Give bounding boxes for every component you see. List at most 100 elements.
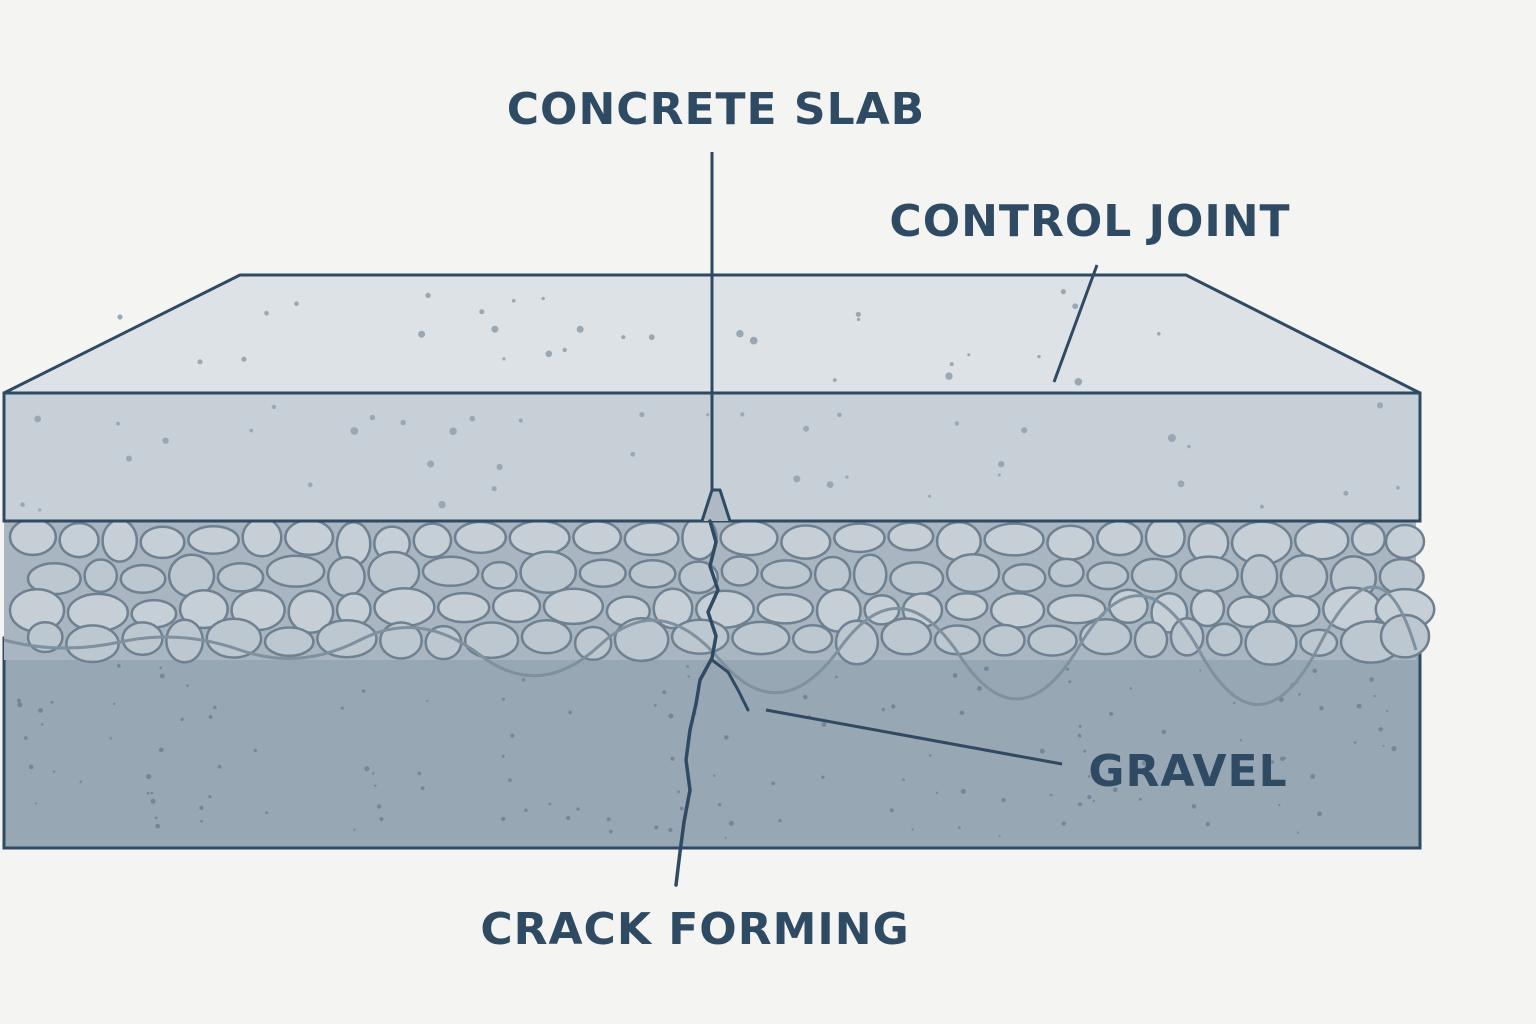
- gravel-stone: [880, 617, 933, 656]
- gravel-stone: [187, 525, 240, 555]
- gravel-stone: [1240, 553, 1279, 599]
- gravel-stone: [1293, 520, 1350, 561]
- gravel-stone: [1189, 589, 1226, 628]
- soil-speck: [502, 697, 505, 701]
- control-joint-leader: [1052, 264, 1099, 383]
- soil-speck: [952, 673, 958, 678]
- soil-speck: [724, 836, 727, 839]
- gravel-stone: [101, 518, 139, 563]
- slab-speck: [34, 415, 42, 423]
- soil-speck: [208, 795, 212, 799]
- slab-speck: [576, 325, 584, 333]
- soil-speck: [960, 788, 966, 794]
- soil-speck: [984, 666, 989, 672]
- soil-speck: [998, 835, 1001, 838]
- gravel-stone: [241, 517, 283, 558]
- slab-speck: [491, 325, 499, 333]
- gravel-stone: [945, 553, 1001, 594]
- soil-speck: [670, 756, 675, 761]
- soil-speck: [668, 713, 674, 719]
- soil-speck: [1112, 787, 1118, 793]
- slab-speck: [38, 508, 42, 512]
- gravel-stone: [1046, 594, 1107, 625]
- soil-speck: [41, 723, 44, 726]
- gravel-stone: [1379, 613, 1431, 659]
- gravel-stone: [1179, 555, 1239, 594]
- slab-speck: [117, 314, 123, 320]
- gravel-stone: [1133, 621, 1169, 659]
- gravel-stone: [720, 555, 759, 587]
- slab-speck: [502, 357, 506, 361]
- soil-speck: [1083, 749, 1087, 753]
- slab-speck: [264, 311, 269, 316]
- soil-speck: [576, 807, 580, 811]
- soil-speck: [1049, 793, 1053, 797]
- gravel-stone: [982, 623, 1026, 657]
- soil-speck: [687, 675, 690, 678]
- soil-speck: [803, 694, 808, 700]
- soil-speck: [253, 748, 257, 753]
- slab-speck: [418, 330, 426, 338]
- soil-speck: [1087, 795, 1092, 800]
- soil-speck: [217, 764, 222, 769]
- soil-speck: [1270, 760, 1274, 764]
- gravel-label: GRAVEL: [1088, 746, 1287, 797]
- soil-speck: [508, 778, 512, 783]
- gravel-stone: [1130, 557, 1178, 593]
- soil-speck: [186, 684, 189, 687]
- soil-speck: [1141, 760, 1147, 766]
- gravel-stone: [58, 521, 100, 559]
- soil-speck: [150, 798, 156, 804]
- soil-speck: [113, 702, 116, 705]
- soil-speck: [1199, 669, 1202, 672]
- soil-speck: [1317, 811, 1322, 817]
- soil-speck: [1061, 821, 1067, 826]
- soil-speck: [668, 827, 673, 833]
- gravel-stone: [178, 588, 229, 630]
- gravel-stone: [519, 550, 578, 595]
- gravel-stone: [1079, 618, 1133, 656]
- soil-speck: [150, 791, 154, 795]
- soil-speck: [778, 819, 782, 823]
- gravel-stone: [508, 519, 571, 557]
- gravel-stone: [573, 625, 613, 662]
- soil-speck: [568, 710, 573, 715]
- gravel-stone: [1205, 622, 1243, 657]
- gravel-stone: [613, 617, 670, 663]
- soil-speck: [1068, 680, 1072, 684]
- soil-speck: [17, 702, 23, 708]
- soil-speck: [821, 722, 827, 727]
- soil-speck: [548, 802, 552, 806]
- soil-speck: [928, 754, 932, 757]
- soil-speck: [654, 825, 659, 830]
- soil-speck: [361, 689, 366, 693]
- slab-speck: [997, 473, 1001, 477]
- gravel-stone: [791, 624, 834, 654]
- slab-speck: [1167, 434, 1176, 442]
- soil-speck: [200, 819, 203, 823]
- slab-speck: [1072, 303, 1079, 310]
- soil-speck: [1312, 668, 1317, 674]
- gravel-stone: [670, 618, 730, 655]
- slab-speck: [998, 461, 1005, 468]
- gravel-soil-boundary: [3, 585, 1418, 707]
- gravel-stone: [205, 617, 263, 659]
- soil-speck: [1039, 748, 1045, 754]
- gravel-stone: [623, 521, 680, 557]
- slab-speck: [945, 372, 953, 380]
- slab-speck: [949, 362, 954, 367]
- gravel-stone: [852, 553, 888, 596]
- soil-speck: [50, 700, 54, 704]
- gravel-stone: [780, 524, 832, 560]
- soil-speck: [146, 773, 152, 780]
- soil-speck: [52, 770, 56, 773]
- slab-speck: [491, 486, 497, 492]
- slab-speck: [826, 481, 834, 488]
- gravel-stone: [1244, 620, 1298, 666]
- gravel-stone: [421, 555, 480, 588]
- soil-speck: [376, 804, 382, 809]
- slab-speck: [855, 311, 861, 317]
- gravel-stone: [572, 519, 623, 555]
- gravel-stone: [578, 558, 627, 588]
- soil-speck: [35, 802, 38, 805]
